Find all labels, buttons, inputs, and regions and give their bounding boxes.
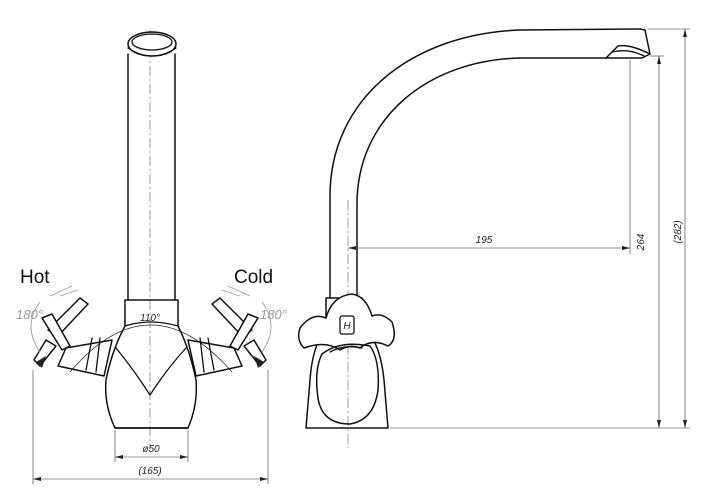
outlet-height-dimension [390, 55, 664, 429]
cold-valve-bands [199, 337, 215, 373]
body-collar [124, 321, 179, 327]
spout-cap-top [131, 33, 173, 51]
spout-riser [127, 53, 176, 301]
spout-reach-dimension [348, 60, 631, 254]
hot-rotation-arc [30, 301, 41, 353]
hot-rotation-arrow [36, 356, 46, 368]
overall-height-label: (282) [673, 220, 684, 243]
base-diameter-dimension [114, 430, 189, 462]
base-diameter-label: ø50 [142, 444, 160, 455]
cold-rotation-arrow [254, 356, 264, 368]
spout-aerator-detail [611, 50, 645, 57]
overall-width-dimension [32, 370, 269, 484]
front-view: 110° Hot Cold 180° 180° [16, 30, 287, 484]
side-handle-badge [339, 315, 355, 335]
side-view: H 195 264 (282) [297, 28, 690, 448]
handle-spread-label: 110° [140, 313, 160, 324]
hot-valve-bands [85, 337, 101, 373]
body-ridge [115, 347, 187, 396]
cold-handle[interactable] [211, 297, 267, 367]
side-body-cutout-inner [329, 346, 363, 353]
handle-spread-arc [69, 324, 233, 373]
cold-rotation-label: 180° [260, 307, 287, 322]
cold-rotation-ghost-handle [221, 285, 251, 297]
hot-handle[interactable] [33, 297, 89, 367]
cold-valve-arm [187, 339, 243, 377]
side-body-cutout [315, 343, 380, 425]
hot-valve-arm [57, 339, 113, 377]
hot-rotation-ghost-handle [49, 285, 79, 297]
hot-rotation-label: 180° [16, 307, 43, 322]
overall-height-dimension [648, 28, 690, 429]
cold-label: Cold [234, 267, 273, 288]
outlet-height-label: 264 [636, 233, 647, 251]
overall-width-label: (165) [138, 466, 161, 477]
hot-label: Hot [20, 267, 50, 288]
spout-cap-rim [127, 47, 177, 57]
spout-reach-label: 195 [476, 235, 493, 246]
side-handle-mark: H [343, 321, 351, 332]
spout-outer-curve [329, 28, 651, 299]
spout-aerator [605, 44, 651, 59]
spout-inner-curve [356, 57, 607, 299]
cold-rotation-arc [261, 301, 272, 353]
